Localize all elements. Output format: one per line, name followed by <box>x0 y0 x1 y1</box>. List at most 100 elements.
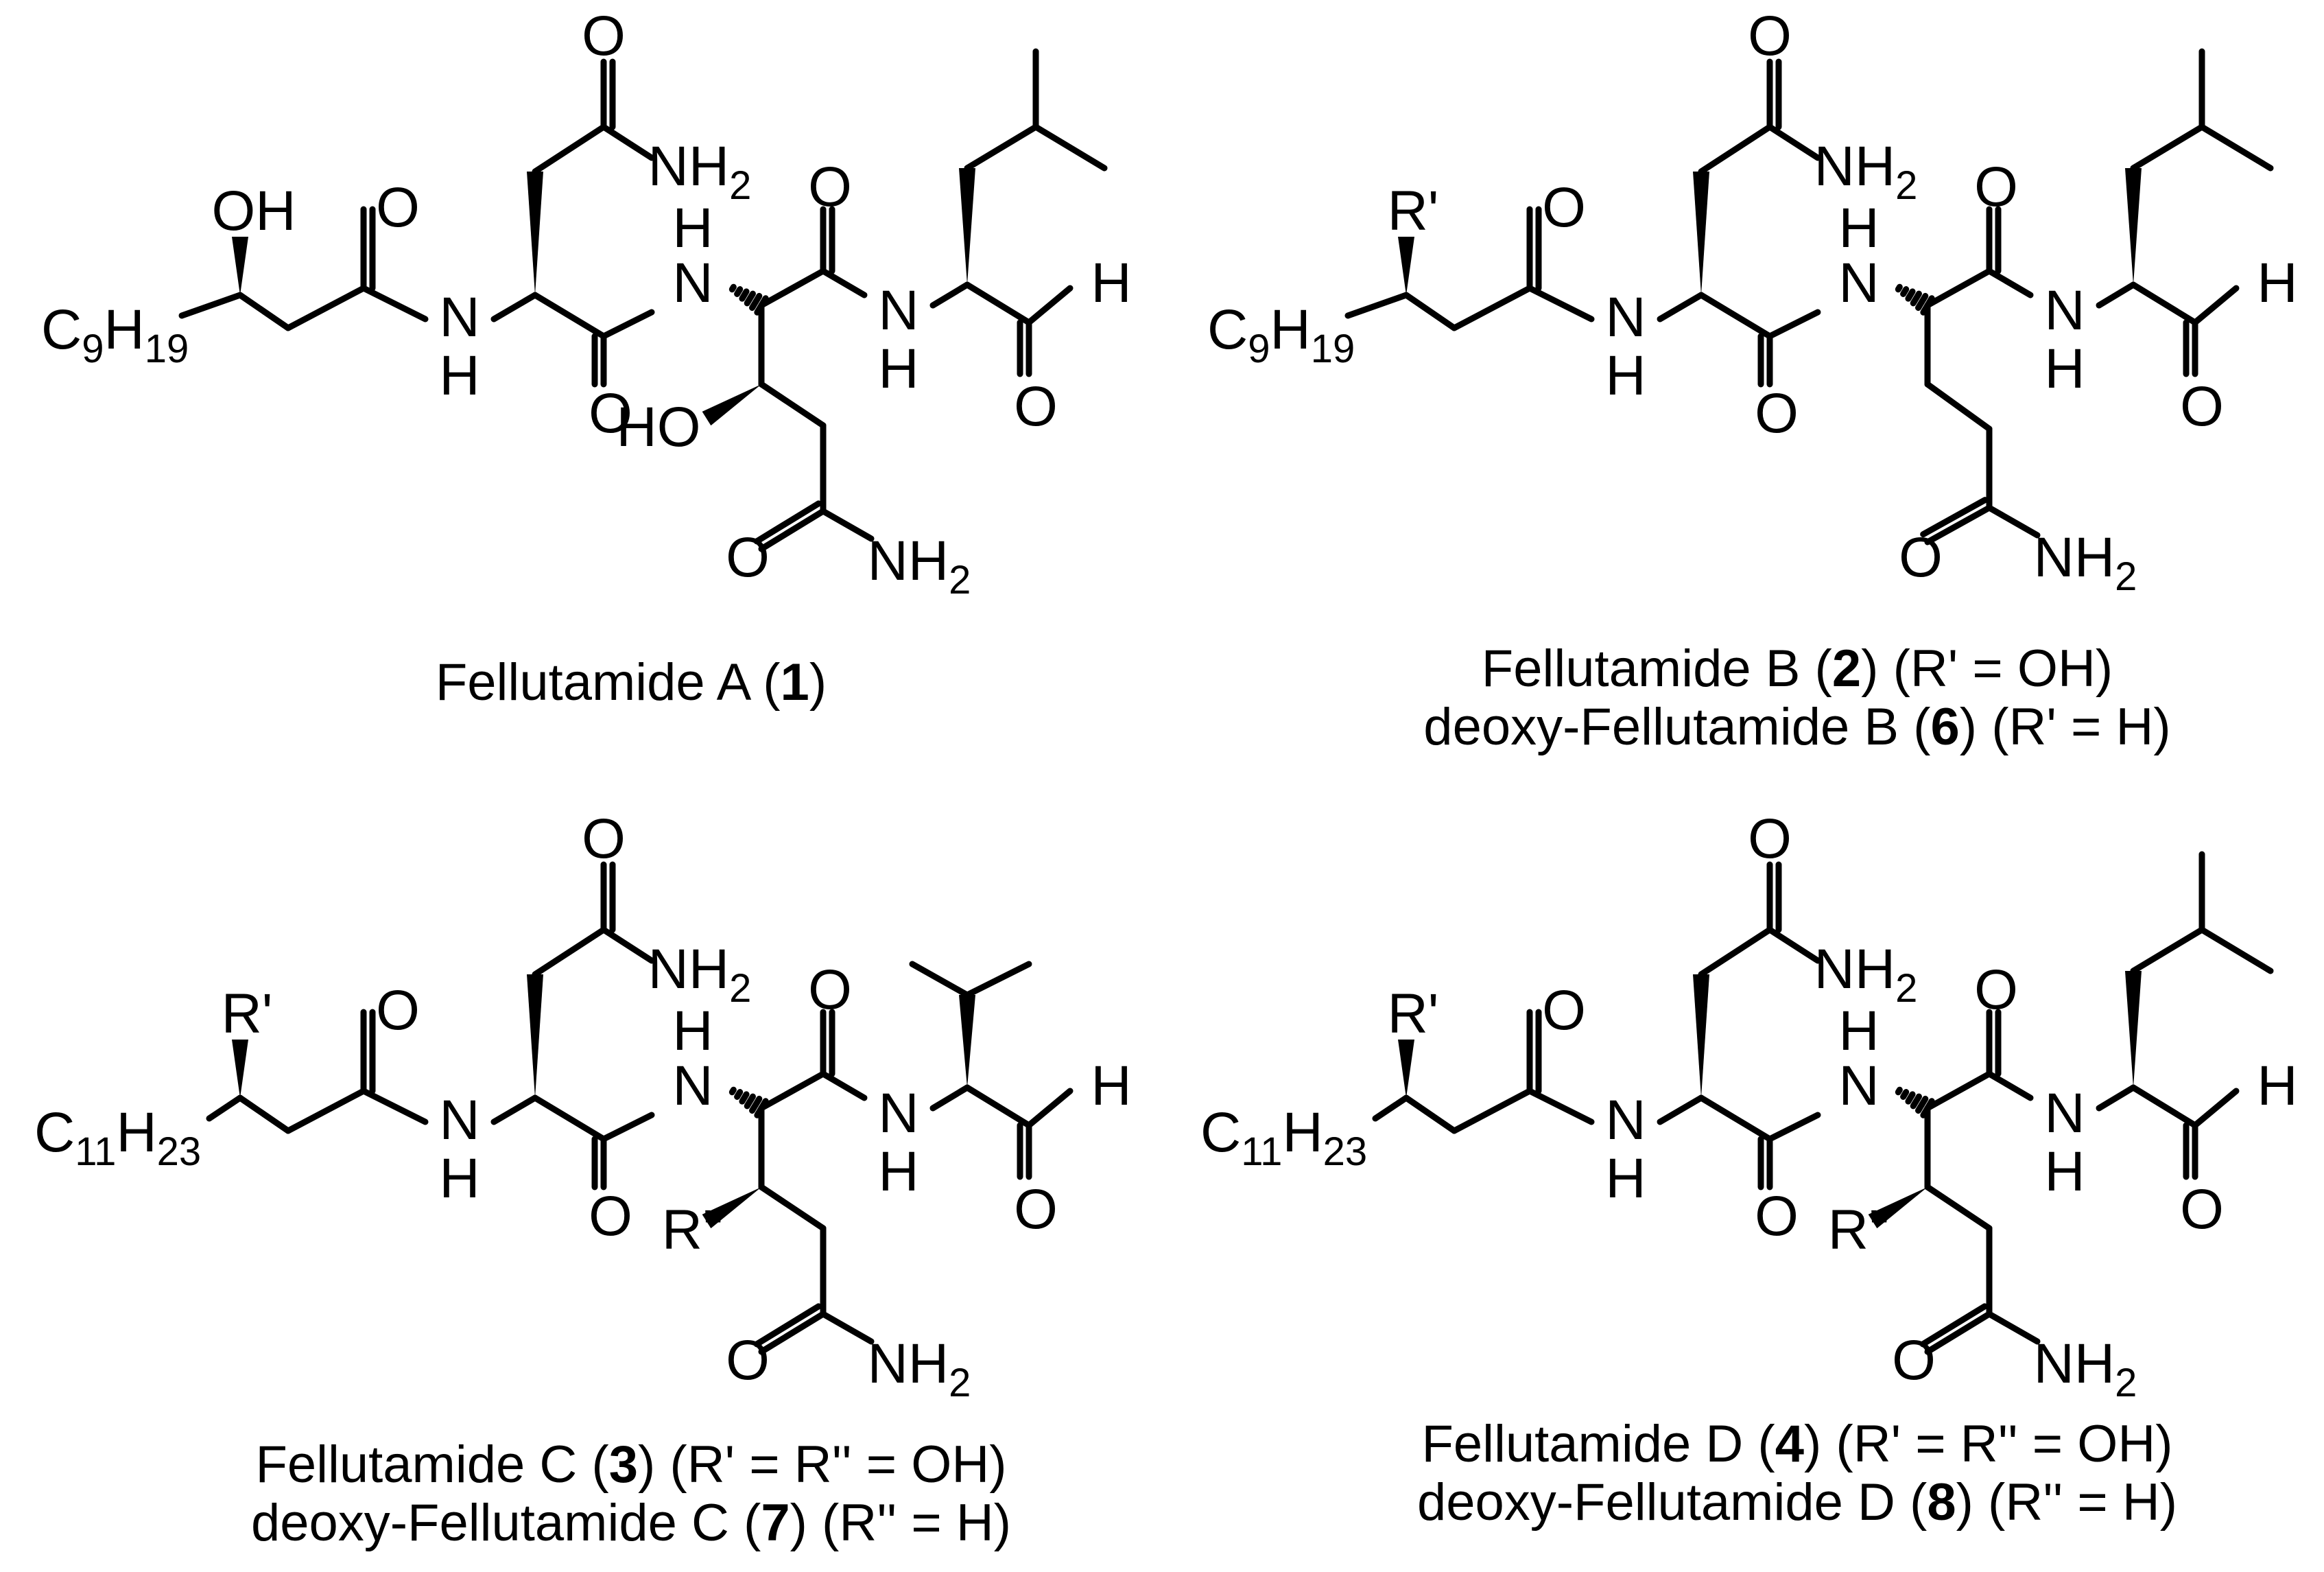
atom-chain: C11H23 <box>34 1101 201 1174</box>
atom-oh-top: OH <box>212 180 296 242</box>
bond <box>1766 124 1821 161</box>
carbonyl-bond <box>753 500 822 545</box>
stereo-wedge <box>1868 1187 1928 1229</box>
atom-side-nh2: NH2 <box>868 1333 971 1405</box>
bond <box>2130 124 2205 172</box>
stereo-wedge <box>702 384 761 426</box>
chain-bond <box>1372 1094 1410 1122</box>
atom-nh2-h: H <box>1838 197 1879 259</box>
atom-nh3-n: N <box>2044 279 2085 342</box>
stereo-wedge <box>1693 172 1709 295</box>
bond <box>820 508 875 542</box>
caption-line-1: Fellutamide C (3) (R' = R'' = OH) <box>255 1435 1006 1494</box>
bond <box>909 961 971 998</box>
atom-side-ho: HO <box>617 396 701 458</box>
carbonyl-bond <box>753 1303 822 1348</box>
atom-asn-o: O <box>582 808 626 870</box>
atom-o3: O <box>1974 156 2018 218</box>
atom-r1: R' <box>1388 180 1439 242</box>
bond <box>2096 1084 2137 1112</box>
bond <box>758 1184 827 1232</box>
stereo-wedge <box>1398 237 1414 295</box>
carbonyl-bond <box>1920 497 1989 538</box>
stereo-wedge <box>232 1040 248 1098</box>
bond <box>1451 1088 1533 1134</box>
bond <box>1657 292 1705 322</box>
stereo-wedge <box>2125 168 2142 285</box>
atom-side-o: O <box>726 526 770 589</box>
bond <box>1766 1112 1821 1142</box>
bond <box>1025 1088 1074 1129</box>
bond <box>2096 281 2137 309</box>
bond <box>1924 381 1993 432</box>
atom-nh2-n: N <box>1838 1055 1879 1117</box>
bond <box>600 926 655 964</box>
atom-nh3-h: H <box>878 338 918 400</box>
atom-ald-h: H <box>1091 252 1131 314</box>
stereo-wedge <box>232 237 248 295</box>
atom-nh3-h: H <box>2044 1140 2085 1203</box>
atom-side-o: O <box>726 1329 770 1392</box>
bond <box>1698 124 1773 175</box>
bond <box>1986 268 2034 298</box>
bond <box>600 309 655 340</box>
atom-nh2-n: N <box>672 1055 713 1117</box>
atom-nh1-n: N <box>439 1089 479 1151</box>
stereo-wedge <box>1693 974 1709 1098</box>
atom-nh3-h: H <box>878 1140 918 1203</box>
bond <box>237 1094 292 1134</box>
atom-o3: O <box>808 959 852 1021</box>
bond <box>1698 292 1773 340</box>
atom-ald-o: O <box>2180 375 2224 438</box>
bond <box>1766 309 1821 340</box>
bond <box>1924 1184 1993 1232</box>
caption-line-2: deoxy-Fellutamide D (8) (R'' = H) <box>1417 1473 2177 1532</box>
bond <box>2192 285 2240 326</box>
chain-bond <box>206 1094 244 1122</box>
bond <box>1025 285 1074 326</box>
bond <box>532 292 607 340</box>
atom-o2: O <box>589 1185 632 1247</box>
atom-side-nh2: NH2 <box>2034 1333 2137 1405</box>
bond <box>820 1070 868 1101</box>
bond <box>532 124 607 175</box>
bond <box>2198 124 2274 172</box>
atom-nh3-n: N <box>2044 1082 2085 1145</box>
atom-ald-h: H <box>2257 1055 2297 1117</box>
stereo-wedge <box>959 995 975 1088</box>
carbonyl-bond <box>1924 504 1993 545</box>
bond <box>490 1094 538 1125</box>
bond <box>2130 281 2198 326</box>
stereo-wedge <box>959 168 975 285</box>
atom-r1: R' <box>222 983 273 1045</box>
atom-asn-nh2: NH2 <box>648 938 752 1011</box>
bond <box>1766 926 1821 964</box>
bond <box>2130 1084 2198 1129</box>
atom-chain: C9H19 <box>1207 298 1355 371</box>
atom-o1: O <box>1542 979 1586 1042</box>
bond <box>1924 1070 1993 1112</box>
bond <box>1924 268 1993 309</box>
bond <box>964 281 1032 326</box>
atom-nh2-n: N <box>672 252 713 314</box>
atom-nh1-h: H <box>439 344 479 407</box>
bond <box>2198 926 2274 974</box>
caption-line-2: deoxy-Fellutamide B (6) (R' = H) <box>1423 698 2170 756</box>
atom-chain: C9H19 <box>41 298 189 371</box>
atom-o2: O <box>1755 382 1799 445</box>
stereo-wedge <box>527 172 543 295</box>
atom-o2: O <box>589 382 632 445</box>
carbonyl-bond <box>758 1311 827 1355</box>
atom-side-o: O <box>1899 526 1943 589</box>
atom-nh2-n: N <box>1838 252 1879 314</box>
bond <box>964 124 1039 172</box>
atom-nh1-h: H <box>1605 344 1646 407</box>
atom-ald-o: O <box>2180 1178 2224 1241</box>
bond <box>532 1094 607 1142</box>
atom-o3: O <box>1974 959 2018 1021</box>
bond <box>820 268 868 298</box>
bond <box>2130 926 2205 974</box>
bond <box>1986 504 2041 539</box>
